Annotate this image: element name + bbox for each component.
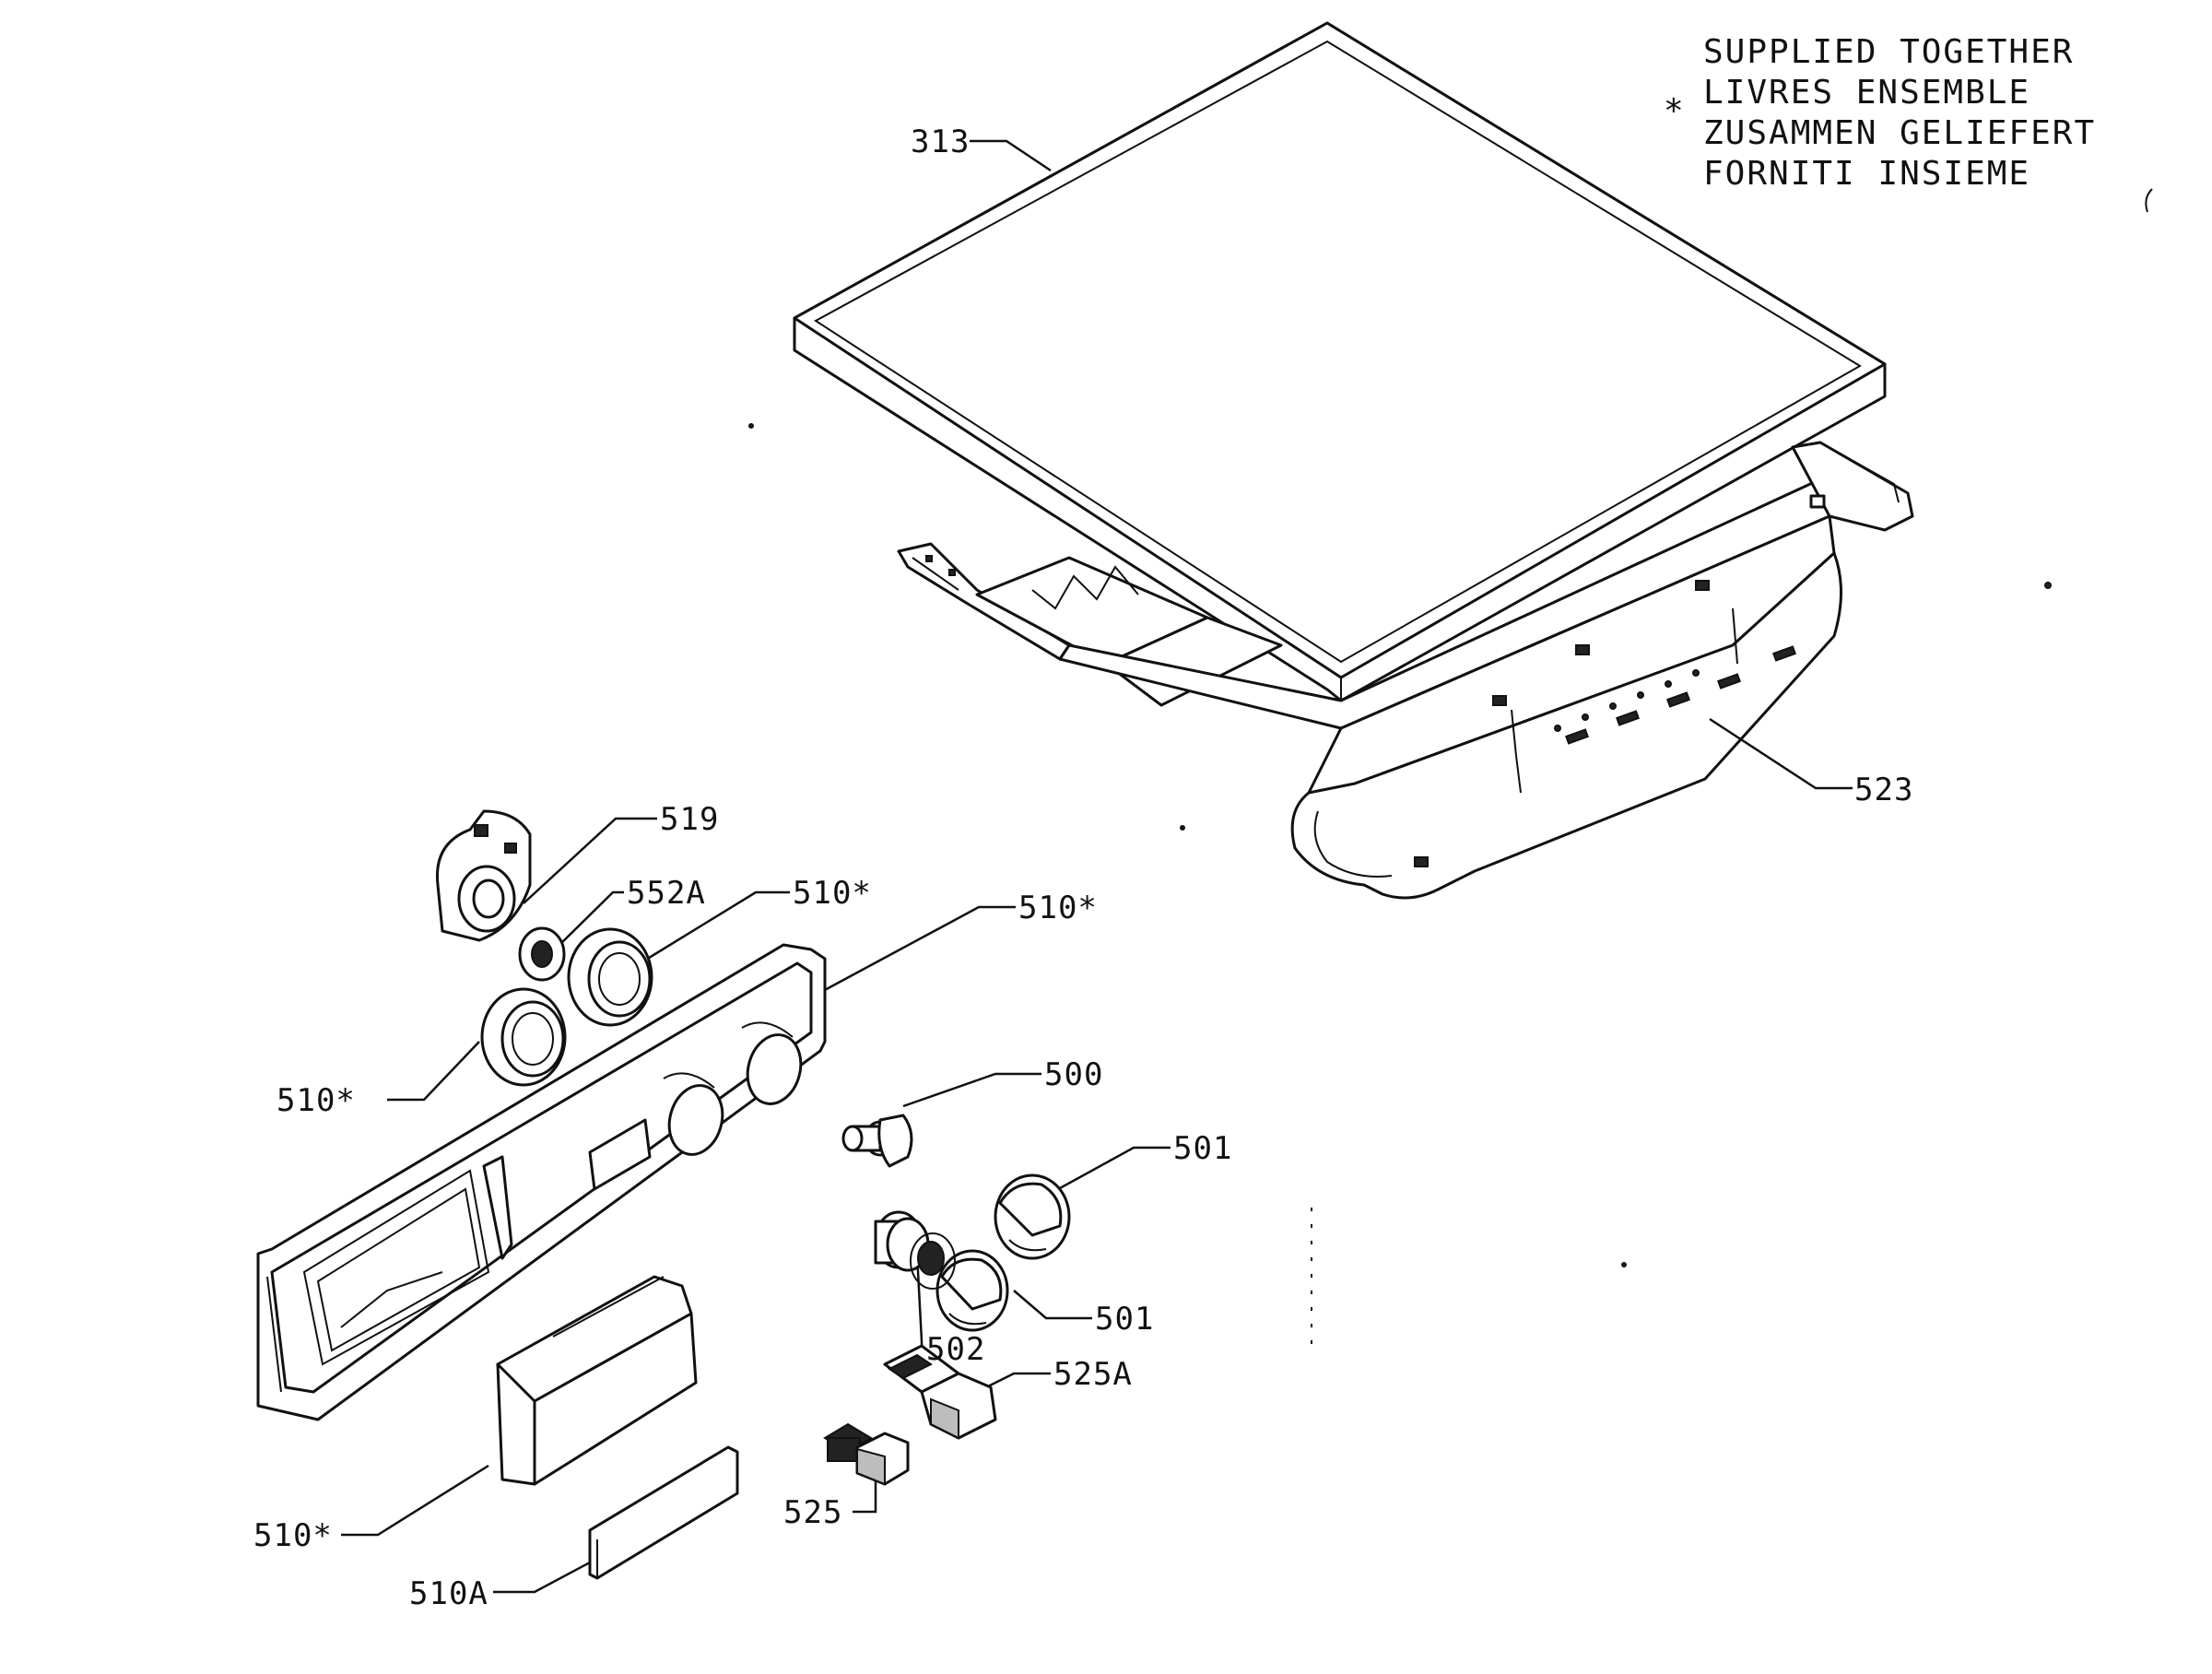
label-501-bottom: 501	[1095, 1301, 1154, 1338]
button-knob-510-lower	[480, 987, 567, 1087]
rotary-knob-501-upper	[994, 1173, 1071, 1260]
shaft-500	[841, 1114, 913, 1168]
scan-specks	[748, 188, 2153, 1355]
note-line-en: SUPPLIED TOGETHER	[1703, 33, 2074, 71]
label-510-knob: 510*	[793, 875, 872, 912]
note-line-fr: LIVRES ENSEMBLE	[1703, 74, 2030, 112]
label-313: 313	[911, 124, 970, 160]
note-line-it: FORNITI INSIEME	[1703, 155, 2030, 193]
label-510a: 510A	[409, 1575, 488, 1612]
note-asterisk: *	[1664, 92, 1686, 130]
control-panel-fascia-510	[256, 943, 827, 1421]
button-knob-510-upper	[567, 927, 653, 1027]
chassis-slots	[1414, 580, 1796, 867]
top-cover-313	[793, 21, 1887, 702]
note-line-de: ZUSAMMEN GELIEFERT	[1703, 114, 2096, 152]
label-510-drawer: 510*	[253, 1517, 333, 1554]
label-500: 500	[1044, 1056, 1103, 1093]
drawer-handle-510	[496, 1275, 698, 1486]
leader-lines	[341, 139, 1853, 1594]
control-chassis-523	[897, 441, 1914, 900]
label-552a: 552A	[627, 875, 706, 912]
rotary-knob-501-lower	[935, 1249, 1009, 1332]
push-button-525	[823, 1422, 910, 1486]
label-523: 523	[1854, 772, 1913, 808]
program-selector-519	[435, 809, 532, 942]
label-510-left: 510*	[276, 1082, 356, 1119]
spacer-ring-552a	[518, 926, 566, 982]
supplied-together-note: * SUPPLIED TOGETHER LIVRES ENSEMBLE ZUSA…	[1664, 33, 2096, 193]
label-502: 502	[926, 1331, 985, 1368]
label-525a: 525A	[1053, 1356, 1133, 1393]
label-525: 525	[783, 1494, 842, 1531]
label-510-panel: 510*	[1018, 890, 1098, 926]
trim-strip-510a	[588, 1445, 739, 1580]
label-501-top: 501	[1173, 1130, 1232, 1167]
push-button-525a	[883, 1344, 997, 1440]
label-519: 519	[660, 801, 719, 838]
callout-labels: 313 523 519 552A 510* 510* 510* 500 501 …	[253, 124, 1913, 1612]
selector-bush-502	[874, 1210, 956, 1290]
